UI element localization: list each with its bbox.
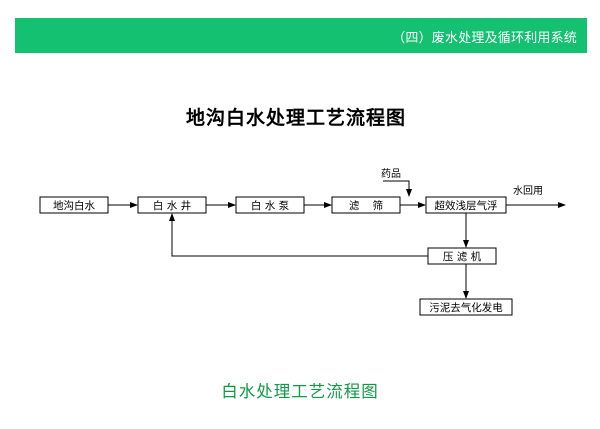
flow-arrow-chemicals-to-daf [383, 180, 412, 197]
section-title: （四）废水处理及循环利用系统 [392, 31, 577, 46]
node-filter-screen-label: 滤 筛 [349, 199, 383, 212]
node-trench-white-water: 地沟白水 [39, 196, 109, 214]
diagram-title: 地沟白水处理工艺流程图 [185, 107, 406, 129]
node-filter-press: 压 滤 机 [427, 247, 497, 265]
node-sludge-power-label: 污泥去气化发电 [429, 301, 503, 314]
node-daf: 超效浅层气浮 [425, 196, 507, 214]
node-white-water-pump: 白 水 泵 [235, 196, 305, 214]
node-trench-white-water-label: 地沟白水 [53, 199, 95, 212]
section-header-bar: （四）废水处理及循环利用系统 [15, 18, 587, 53]
water-reuse-label: 水回用 [513, 185, 543, 197]
flow-arrow-press-to-well [169, 213, 428, 257]
node-white-water-pump-label: 白 水 泵 [251, 199, 290, 212]
node-white-water-well: 白 水 井 [137, 196, 207, 214]
chemicals-label: 药品 [381, 168, 401, 180]
diagram-caption: 白水处理工艺流程图 [221, 382, 379, 401]
node-daf-label: 超效浅层气浮 [435, 199, 498, 212]
node-filter-screen: 滤 筛 [331, 196, 401, 214]
node-sludge-power: 污泥去气化发电 [419, 298, 513, 316]
node-white-water-well-label: 白 水 井 [153, 199, 191, 212]
node-filter-press-label: 压 滤 机 [443, 250, 482, 263]
